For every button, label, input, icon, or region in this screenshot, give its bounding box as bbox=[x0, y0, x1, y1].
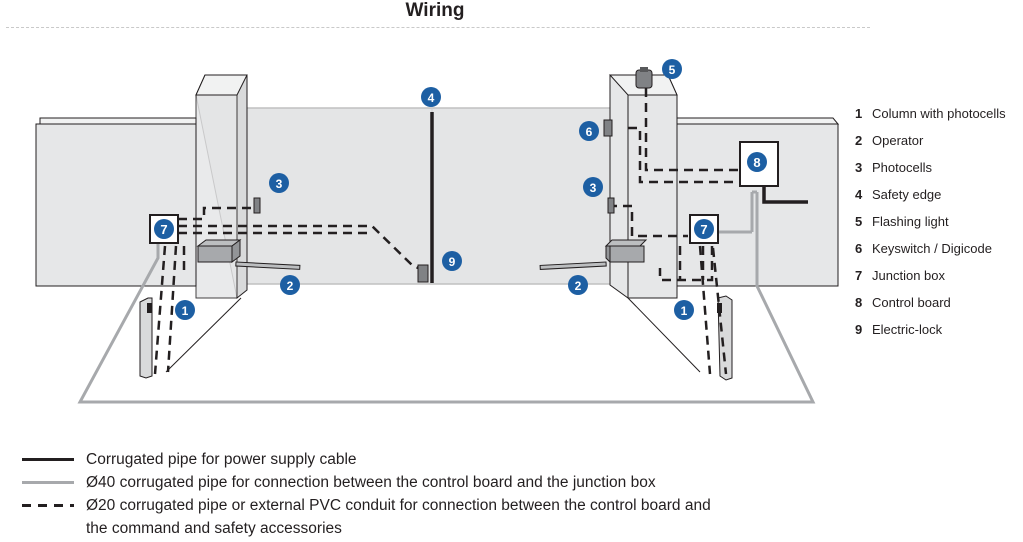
marker-9: 9 bbox=[442, 251, 462, 271]
marker-2-right: 2 bbox=[568, 275, 588, 295]
legend-item: 6 Keyswitch / Digicode bbox=[855, 235, 1006, 262]
grey-pipe-network bbox=[77, 190, 816, 404]
marker-4: 4 bbox=[421, 87, 441, 107]
legend-label: Flashing light bbox=[872, 214, 949, 229]
legend-label: Control board bbox=[872, 295, 951, 310]
svg-text:1: 1 bbox=[182, 304, 189, 318]
pipe-legend-label: Ø20 corrugated pipe or external PVC cond… bbox=[86, 497, 711, 514]
legend-number: 4 bbox=[855, 187, 863, 202]
legend-label: Junction box bbox=[872, 268, 945, 283]
marker-5: 5 bbox=[662, 59, 682, 79]
legend-item: 5 Flashing light bbox=[855, 208, 1006, 235]
marker-1-left: 1 bbox=[175, 300, 195, 320]
marker-3-left: 3 bbox=[269, 173, 289, 193]
power-cable bbox=[762, 185, 808, 204]
svg-text:3: 3 bbox=[590, 181, 597, 195]
legend-label: Safety edge bbox=[872, 187, 942, 202]
control-board: 8 bbox=[739, 141, 779, 187]
legend-item: 4 Safety edge bbox=[855, 181, 1006, 208]
legend-number: 1 bbox=[855, 106, 863, 121]
legend-item: 9 Electric-lock bbox=[855, 316, 1006, 343]
legend-number: 2 bbox=[855, 133, 863, 148]
right-pillar bbox=[608, 74, 678, 299]
flashing-light bbox=[635, 67, 653, 89]
legend-item: 8 Control board bbox=[855, 289, 1006, 316]
legend-number: 5 bbox=[855, 214, 863, 229]
legend-label: Electric-lock bbox=[872, 322, 943, 337]
legend-item: 1 Column with photocells bbox=[855, 100, 1006, 127]
legend-item: 2 Operator bbox=[855, 127, 1006, 154]
svg-text:2: 2 bbox=[575, 279, 582, 293]
diagram-title: Wiring bbox=[405, 0, 465, 21]
keyswitch bbox=[603, 119, 613, 137]
photocell-right bbox=[607, 197, 615, 214]
junction-box-right: 7 bbox=[689, 214, 719, 244]
title-divider bbox=[6, 27, 870, 28]
legend-number: 8 bbox=[855, 295, 863, 310]
legend-number: 3 bbox=[855, 160, 863, 175]
component-legend: 1 Column with photocells 2 Operator 3 Photo… bbox=[855, 100, 1006, 343]
operator-right bbox=[539, 239, 648, 270]
legend-number: 7 bbox=[855, 268, 863, 283]
ground-lines bbox=[165, 297, 701, 373]
svg-text:6: 6 bbox=[586, 125, 593, 139]
photocell-column-left bbox=[139, 297, 153, 379]
legend-item: 7 Junction box bbox=[855, 262, 1006, 289]
solid-black-line-swatch bbox=[22, 458, 74, 461]
svg-text:4: 4 bbox=[428, 91, 435, 105]
electric-lock bbox=[417, 264, 429, 283]
legend-label: Photocells bbox=[872, 160, 932, 175]
svg-text:2: 2 bbox=[287, 279, 294, 293]
legend-label: Column with photocells bbox=[872, 106, 1006, 121]
pipe-legend-label: Corrugated pipe for power supply cable bbox=[86, 451, 357, 468]
svg-text:1: 1 bbox=[681, 304, 688, 318]
legend-number: 9 bbox=[855, 322, 863, 337]
svg-text:7: 7 bbox=[700, 222, 707, 237]
pipe-legend-label: Ø40 corrugated pipe for connection betwe… bbox=[86, 474, 656, 491]
legend-label: Keyswitch / Digicode bbox=[872, 241, 992, 256]
pipe-legend-label-continued: the command and safety accessories bbox=[86, 520, 342, 537]
junction-box-left: 7 bbox=[149, 214, 179, 244]
marker-1-right: 1 bbox=[674, 300, 694, 320]
left-wall bbox=[35, 117, 197, 287]
photocell-left bbox=[253, 197, 261, 214]
svg-text:9: 9 bbox=[449, 255, 456, 269]
legend-item: 3 Photocells bbox=[855, 154, 1006, 181]
svg-text:3: 3 bbox=[276, 177, 283, 191]
operator-left bbox=[196, 239, 301, 270]
gate-leaves bbox=[245, 107, 627, 285]
marker-6: 6 bbox=[579, 121, 599, 141]
svg-text:8: 8 bbox=[753, 155, 760, 170]
solid-grey-line-swatch bbox=[22, 481, 74, 484]
svg-text:7: 7 bbox=[160, 222, 167, 237]
legend-label: Operator bbox=[872, 133, 924, 148]
marker-2-left: 2 bbox=[280, 275, 300, 295]
legend-number: 6 bbox=[855, 241, 863, 256]
dashed-line-swatch bbox=[22, 504, 74, 507]
svg-text:5: 5 bbox=[669, 63, 676, 77]
marker-3-right: 3 bbox=[583, 177, 603, 197]
dashed-conduits bbox=[153, 88, 741, 375]
